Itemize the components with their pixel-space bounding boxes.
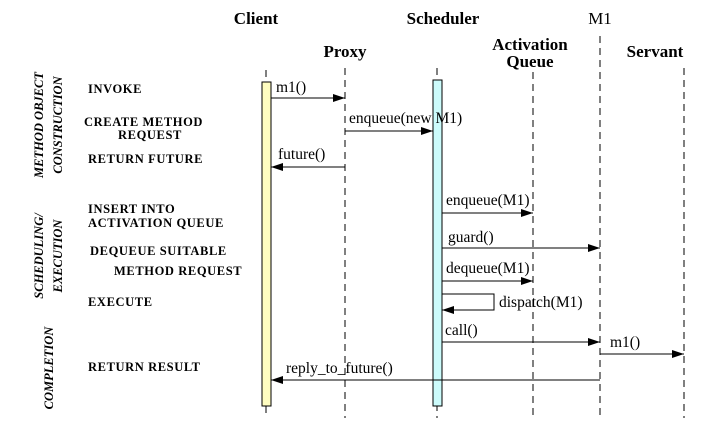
step-execute: EXECUTE (88, 295, 153, 309)
step-return-future: RETURN FUTURE (88, 152, 203, 166)
step-insert-line1: INSERT INTO (88, 202, 175, 216)
participant-m1: M1 (588, 9, 612, 28)
msg-enqueue-new: enqueue(new M1) (349, 110, 462, 127)
client-activation-bar (261, 81, 272, 407)
msg-dispatch-m1: dispatch(M1) (499, 294, 583, 311)
participant-scheduler: Scheduler (407, 9, 480, 28)
step-insert-line2: ACTIVATION QUEUE (88, 216, 224, 230)
step-return-result: RETURN RESULT (88, 360, 201, 374)
participant-activation-queue-line1: Activation (492, 35, 568, 54)
msg-dequeue-m1: dequeue(M1) (446, 260, 530, 277)
participant-servant: Servant (627, 42, 684, 61)
step-invoke: INVOKE (88, 82, 142, 96)
step-create-line1: CREATE METHOD (84, 115, 203, 129)
step-create-line2: REQUEST (118, 128, 182, 142)
msg-m1-servant: m1() (610, 334, 640, 351)
msg-m1-call: m1() (276, 79, 306, 96)
arrow-dispatch-m1 (442, 293, 495, 314)
msg-reply-to-future: reply_to_future() (286, 360, 393, 377)
participant-activation-queue-line2: Queue (506, 52, 554, 71)
phase-scheduling-line2: EXECUTION (51, 219, 65, 294)
phase-scheduling-line1: SCHEDULING/ (32, 212, 46, 299)
msg-future: future() (278, 146, 325, 163)
participant-client: Client (234, 9, 279, 28)
msg-enqueue-m1: enqueue(M1) (446, 192, 530, 209)
msg-guard: guard() (448, 229, 494, 246)
phase-completion: COMPLETION (42, 326, 56, 410)
msg-call: call() (445, 322, 478, 339)
step-dequeue-line2: METHOD REQUEST (114, 264, 242, 278)
phase-method-object-line2: CONSTRUCTION (51, 75, 65, 173)
step-dequeue-line1: DEQUEUE SUITABLE (90, 244, 227, 258)
participant-proxy: Proxy (323, 42, 367, 61)
scheduler-activation-bar (432, 79, 443, 407)
phase-method-object-line1: METHOD OBJECT (32, 71, 46, 179)
